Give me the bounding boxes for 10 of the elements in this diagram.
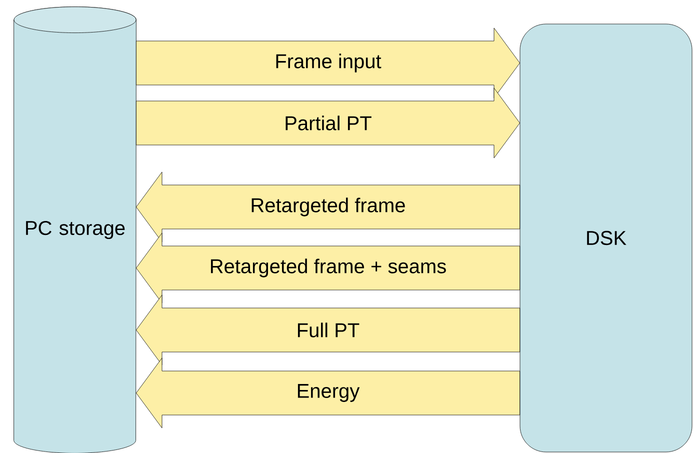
edge-label: Partial PT	[283, 114, 373, 132]
edge-label: Frame input	[274, 52, 382, 74]
storage-cylinder: PC storage	[14, 6, 136, 453]
edge-label: Full PT	[295, 322, 361, 338]
edge-label: Energy	[295, 383, 361, 403]
process-box: DSK	[520, 24, 692, 452]
block-arrow	[136, 88, 520, 158]
edge-label: Retargeted frame + seams	[208, 258, 448, 278]
edge-label: Retargeted frame	[249, 196, 407, 218]
block-arrow	[136, 358, 520, 428]
